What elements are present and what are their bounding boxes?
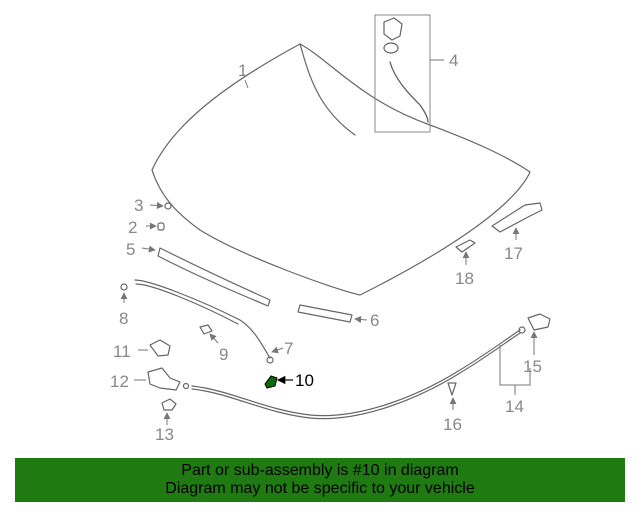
callout-9: 9 bbox=[219, 345, 228, 364]
hood-bumper-3 bbox=[164, 202, 172, 210]
callout-7: 7 bbox=[284, 339, 293, 358]
callout-2: 2 bbox=[128, 218, 137, 237]
clip-9 bbox=[199, 324, 213, 335]
hood-support-rod-7 bbox=[134, 279, 274, 364]
callout-17: 17 bbox=[504, 244, 523, 263]
callout-14: 14 bbox=[505, 397, 524, 416]
callout-12: 12 bbox=[110, 372, 129, 391]
hood-hinge-17 bbox=[491, 202, 543, 233]
callout-5: 5 bbox=[126, 240, 135, 259]
banner-line-part: Part or sub-assembly is #10 in diagram bbox=[181, 462, 459, 479]
grommet-8 bbox=[120, 283, 128, 291]
bracket-13 bbox=[161, 398, 177, 411]
callout-8: 8 bbox=[119, 309, 128, 328]
callout-13: 13 bbox=[155, 425, 174, 444]
callout-18: 18 bbox=[455, 269, 474, 288]
clip-16 bbox=[447, 382, 457, 396]
callout-10: 10 bbox=[295, 371, 314, 390]
hood-panel bbox=[151, 43, 531, 296]
info-banner: Part or sub-assembly is #10 in diagram D… bbox=[15, 458, 625, 502]
bracket-18 bbox=[455, 239, 476, 253]
seal-6 bbox=[297, 304, 353, 323]
clip-2 bbox=[157, 222, 165, 231]
callout-16: 16 bbox=[443, 415, 462, 434]
washer-nozzle-inset bbox=[374, 14, 431, 133]
callout-4: 4 bbox=[449, 51, 458, 70]
highlighted-part-10 bbox=[264, 375, 278, 389]
callout-15: 15 bbox=[523, 357, 542, 376]
release-cable-14 bbox=[191, 326, 526, 420]
callout-6: 6 bbox=[370, 311, 379, 330]
hood-seal-5 bbox=[157, 247, 271, 307]
callout-11: 11 bbox=[113, 342, 131, 361]
callout-1: 1 bbox=[238, 61, 247, 80]
hood-lock-12 bbox=[147, 367, 190, 391]
callout-3: 3 bbox=[134, 196, 143, 215]
parts-diagram: 1 2 3 4 5 6 7 8 9 10 11 12 13 14 15 16 1… bbox=[110, 14, 551, 444]
release-handle-15 bbox=[527, 313, 551, 331]
banner-line-disclaimer: Diagram may not be specific to your vehi… bbox=[165, 480, 475, 497]
hinge-11 bbox=[149, 339, 171, 357]
